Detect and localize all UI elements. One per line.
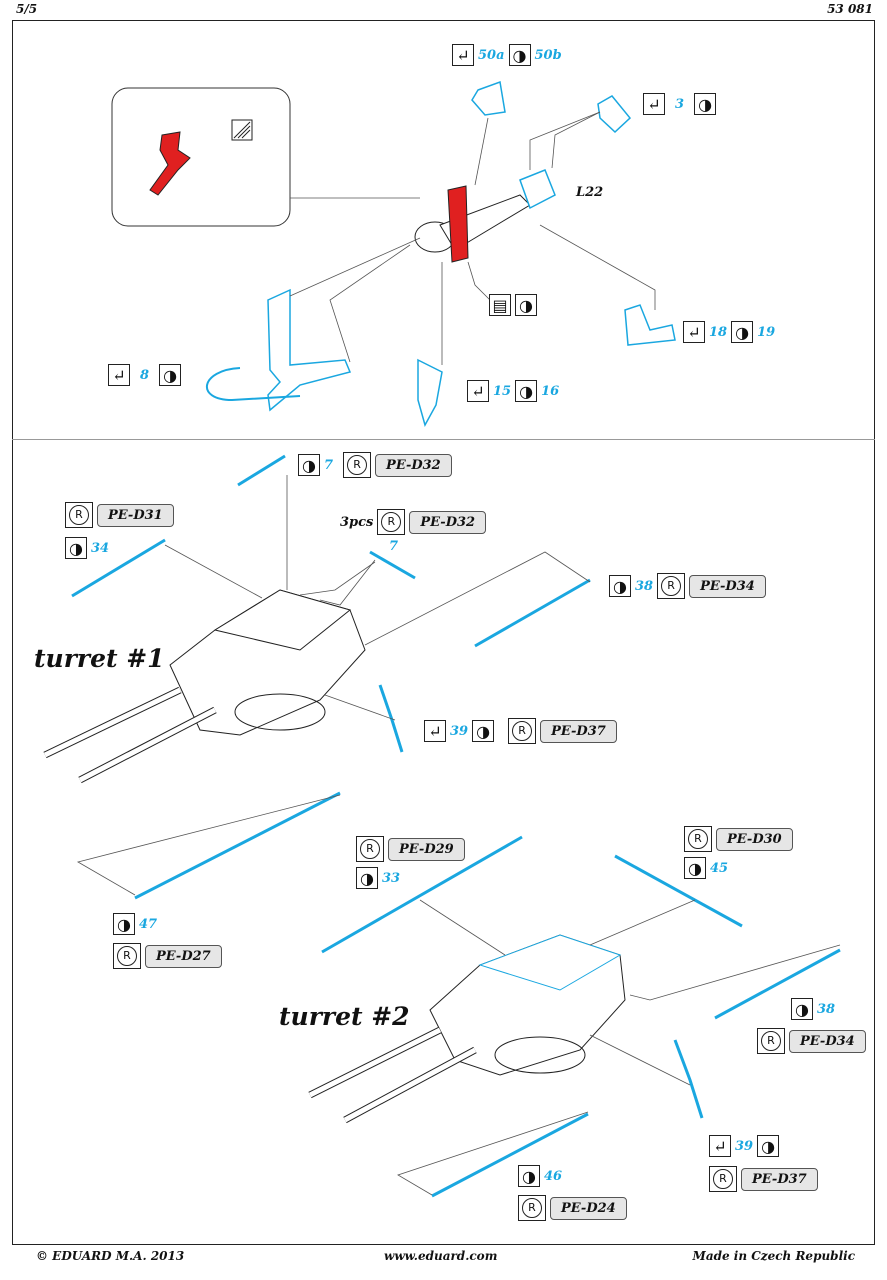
turret-1-drawing [43,589,366,784]
registered-icon: R [709,1166,737,1192]
half-shade-icon: ◑ [518,1165,540,1187]
callout-33: ◑ 33 [356,867,400,889]
half-shade-icon: ◑ [694,93,717,115]
section-divider [12,439,875,440]
registered-icon: R [508,718,537,744]
half-shade-icon: ◑ [515,294,537,316]
page-number: 5/5 [16,2,38,16]
turret-2-drawing [308,934,626,1124]
half-shade-icon: ◑ [609,575,631,597]
callout-39b: ↵ 39 ◑ [709,1135,780,1157]
registered-icon: R [684,826,712,852]
callout-50: ↵ 50a ◑ 50b [452,44,562,66]
callout-d24: R PE-D24 [518,1195,627,1221]
callout-8: ↵ 8 ◑ [108,364,182,386]
part-label-l22: L22 [576,185,604,200]
half-shade-icon: ◑ [159,364,182,386]
callout-38-d34: ◑ 38 R PE-D34 [609,573,766,599]
registered-icon: R [343,452,372,478]
callout-18-19: ↵ 18 ◑ 19 [683,321,775,343]
bend-icon: ↵ [683,321,705,343]
callout-d27: R PE-D27 [113,943,222,969]
origin-note: Made in Czech Republic [692,1249,855,1263]
bend-icon: ↵ [424,720,446,742]
turret-1-label: turret #1 [34,644,165,673]
kit-code: 53 081 [827,2,873,16]
part-7-label: 7 [389,539,399,554]
registered-icon: R [657,573,686,599]
website-link[interactable]: www.eduard.com [384,1249,498,1263]
callout-15-16: ↵ 15 ◑ 16 [467,380,559,402]
callout-3: ↵ 3 ◑ [643,93,717,115]
hatch-icon: ▤ [489,294,511,316]
half-shade-icon: ◑ [757,1135,780,1157]
callout-7-d32: ◑ 7 R PE-D32 [298,452,452,478]
callout-34: ◑ 34 [65,537,109,559]
half-shade-icon: ◑ [472,720,495,742]
callout-d37b: R PE-D37 [709,1166,818,1192]
registered-icon: R [356,836,384,862]
bend-icon: ↵ [108,364,130,386]
callout-47: ◑ 47 [113,913,157,935]
half-shade-icon: ◑ [113,913,135,935]
half-shade-icon: ◑ [356,867,378,889]
callout-45: ◑ 45 [684,857,728,879]
half-shade-icon: ◑ [791,998,813,1020]
half-shade-icon: ◑ [731,321,754,343]
callout-38b: ◑ 38 [791,998,835,1020]
callout-d31: R PE-D31 [65,502,174,528]
registered-icon: R [757,1028,785,1054]
half-shade-icon: ◑ [298,454,320,476]
copyright: © EDUARD M.A. 2013 [36,1249,185,1263]
registered-icon: R [65,502,93,528]
half-shade-icon: ◑ [508,44,531,66]
turret-2-label: turret #2 [279,1002,410,1031]
callout-d29: R PE-D29 [356,836,465,862]
callout-3pcs-d32: 3pcs R PE-D32 [340,509,487,535]
registered-icon: R [377,509,406,535]
half-shade-icon: ◑ [515,380,538,402]
half-shade-icon: ◑ [65,537,87,559]
callout-d34b: R PE-D34 [757,1028,866,1054]
bend-icon: ↵ [709,1135,731,1157]
page-frame [12,20,875,1245]
registered-icon: R [113,943,141,969]
bend-icon: ↵ [467,380,489,402]
bend-icon: ↵ [643,93,665,115]
callout-d30: R PE-D30 [684,826,793,852]
callout-paint: ▤ ◑ [489,294,537,316]
callout-46: ◑ 46 [518,1165,562,1187]
registered-icon: R [518,1195,546,1221]
half-shade-icon: ◑ [684,857,706,879]
callout-39-d37: ↵ 39 ◑ R PE-D37 [424,718,617,744]
bend-icon: ↵ [452,44,474,66]
